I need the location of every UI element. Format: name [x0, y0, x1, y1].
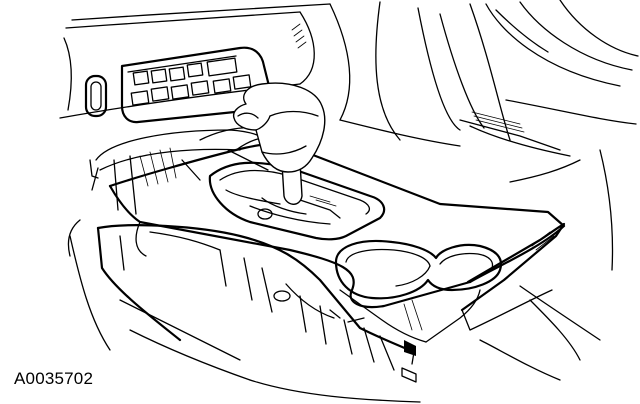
figure-id-label: A0035702 [14, 369, 94, 388]
seat-and-floor [67, 219, 421, 403]
right-trim-panel [460, 222, 601, 381]
console-base [96, 224, 481, 371]
gear-shift-knob-icon [232, 82, 326, 205]
dashboard [59, 0, 639, 271]
cup-holder-icon [334, 239, 503, 300]
dash-knob-icon [84, 74, 108, 118]
center-console [108, 136, 566, 309]
